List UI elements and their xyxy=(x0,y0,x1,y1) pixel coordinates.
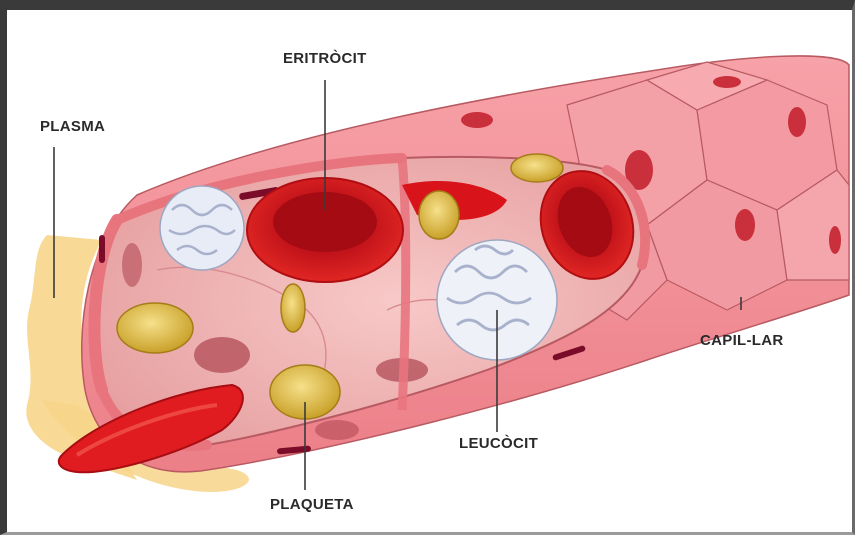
label-plasma: PLASMA xyxy=(40,118,105,135)
blood-vessel-illustration xyxy=(7,10,852,532)
label-capillar: CAPIL-LAR xyxy=(700,332,784,349)
label-plaqueta: PLAQUETA xyxy=(270,496,354,513)
label-eritrocit: ERITRÒCIT xyxy=(283,50,367,67)
label-leucocit: LEUCÒCIT xyxy=(459,435,538,452)
